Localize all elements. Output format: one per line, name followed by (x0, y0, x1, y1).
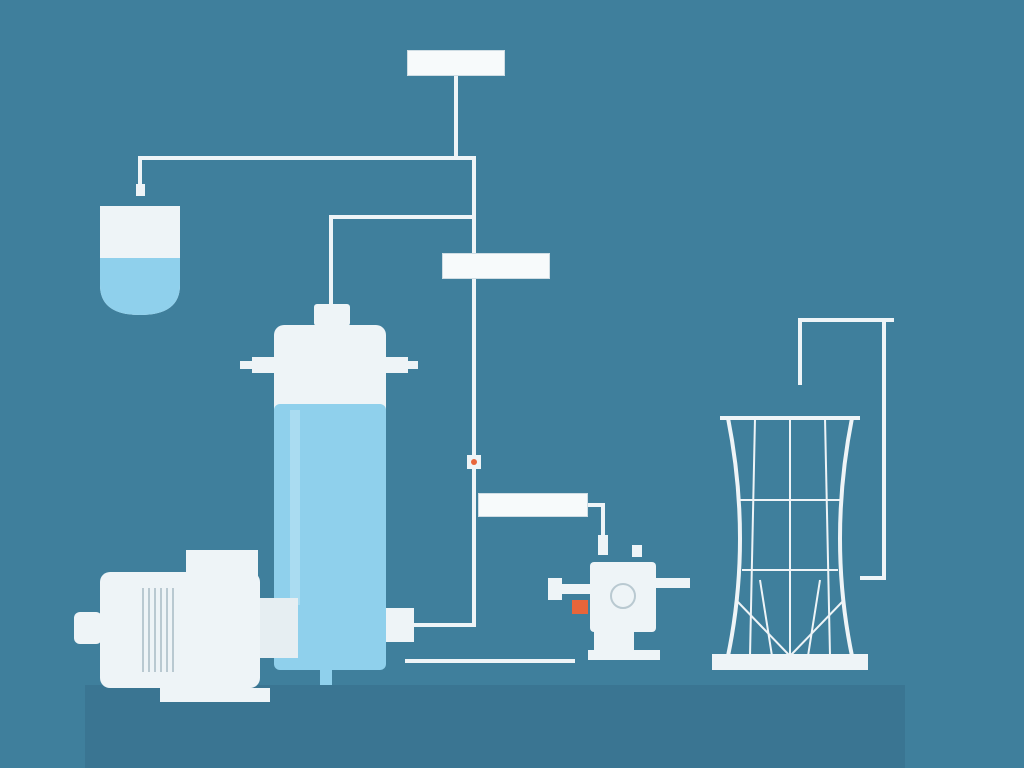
cooling-tower-icon (712, 416, 868, 670)
middle-label (442, 253, 550, 279)
pipe-valve-icon (467, 455, 481, 469)
motor-icon (74, 550, 320, 702)
pipe-tower-right (860, 320, 886, 580)
pipe-main-loop (138, 156, 476, 627)
pipes (138, 70, 894, 663)
top-label (407, 50, 505, 76)
pipe-tank-feed (329, 215, 474, 306)
pipe-tower-left (798, 318, 894, 385)
small-tank-icon (100, 184, 180, 315)
main-tank-icon (240, 304, 418, 685)
valve-label (478, 493, 588, 517)
valve-icon (548, 535, 690, 660)
